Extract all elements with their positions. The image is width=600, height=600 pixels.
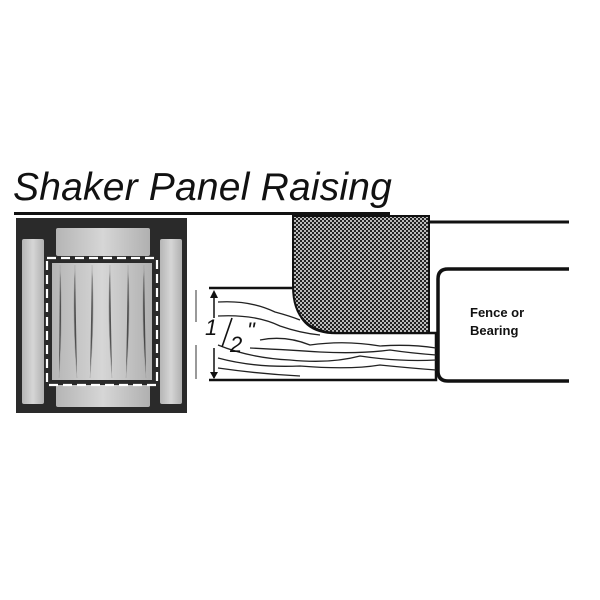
board-grain	[217, 301, 437, 377]
left-stile	[22, 239, 44, 404]
arrow-down-icon	[210, 372, 218, 379]
center-panel	[52, 263, 152, 380]
fence-label-line2: Bearing	[470, 323, 518, 338]
cross-section-illustration: Fence or Bearing 1 2 "	[195, 215, 569, 383]
dimension-unit: "	[247, 318, 256, 343]
bottom-rail	[56, 385, 150, 407]
arrow-up-icon	[210, 290, 218, 298]
router-cutter	[292, 215, 430, 334]
top-rail	[56, 228, 150, 256]
door-frame-illustration	[16, 218, 187, 413]
title-underline	[14, 212, 390, 215]
dimension-denominator: 2	[229, 332, 242, 357]
diagram-title: Shaker Panel Raising	[13, 166, 393, 209]
fence-or-bearing	[436, 267, 569, 383]
thickness-dimension: 1 2 "	[195, 290, 256, 379]
fraction-slash	[221, 317, 233, 348]
panel-grain	[58, 264, 147, 379]
fence-label-line1: Fence or	[470, 305, 524, 320]
right-stile	[160, 239, 182, 404]
dimension-numerator: 1	[205, 315, 217, 340]
dashed-panel-outline	[45, 256, 159, 387]
